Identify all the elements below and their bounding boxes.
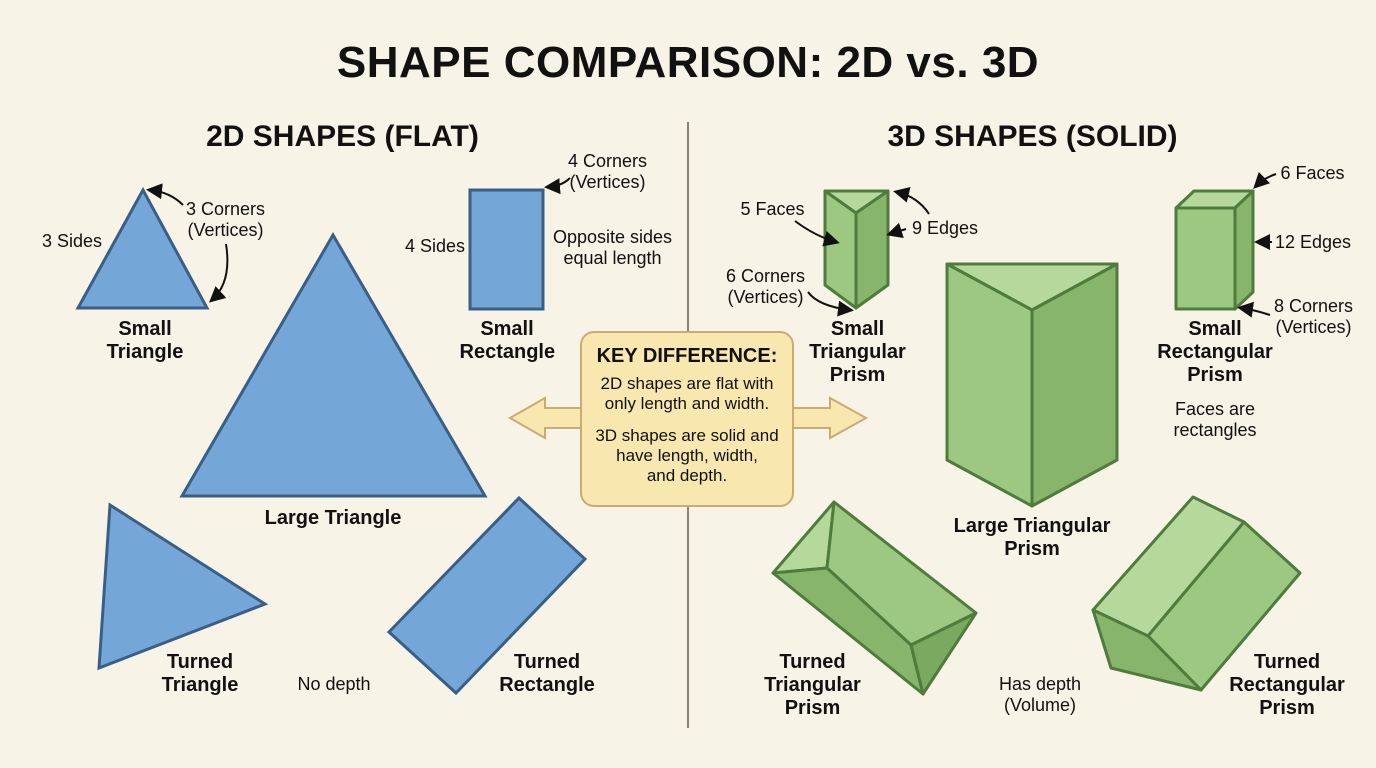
small-rect-prism-corners-label: 8 Corners (Vertices) [1273,296,1354,337]
small-triangular-prism-shape [823,189,890,310]
turned-rect-prism-label: Turned Rectangular Prism [1229,651,1345,719]
no-depth-note: No depth [297,674,371,694]
key-difference-2d-text: 2D shapes are flat with only length and … [600,374,774,413]
small-tri-prism-label: Small Triangular Prism [809,318,906,386]
turned-triangle-label: Turned Triangle [161,651,239,696]
key-difference-title: KEY DIFFERENCE: [596,345,778,367]
section-heading-3d: 3D SHAPES (SOLID) [887,120,1178,153]
key-difference-box: KEY DIFFERENCE: 2D shapes are flat with … [580,331,794,507]
has-depth-note: Has depth (Volume) [998,674,1082,715]
large-triangle-shape [179,232,488,498]
small-rectangle-sides-label: 4 Sides [404,236,466,256]
small-rectangle-shape [468,188,545,311]
turned-rectangular-prism-shape [1091,495,1302,692]
small-rectangle-corners-label: 4 Corners (Vertices) [567,151,648,192]
large-tri-prism-label: Large Triangular Prism [953,515,1111,560]
small-tri-prism-corners-label: 6 Corners (Vertices) [725,266,806,307]
small-triangle-label: Small Triangle [106,318,184,363]
turned-rectangle-label: Turned Rectangle [499,651,595,696]
turned-rectangle-shape [386,495,588,696]
small-rectangular-prism-shape [1174,189,1255,311]
large-triangle-label: Large Triangle [264,507,402,529]
small-rectangle-note: Opposite sides equal length [552,227,673,268]
small-tri-prism-faces-label: 5 Faces [740,199,805,219]
small-rectangle-label: Small Rectangle [459,318,556,363]
small-rect-prism-label: Small Rectangular Prism [1157,318,1273,386]
small-rect-prism-edges-label: 12 Edges [1274,232,1352,252]
turned-triangular-prism-shape [771,500,978,696]
turned-triangle-shape [97,502,269,671]
turned-tri-prism-label: Turned Triangular Prism [764,651,861,719]
rect-faces-note: Faces are rectangles [1173,399,1257,440]
large-triangular-prism-shape [945,262,1119,508]
small-tri-prism-edges-label: 9 Edges [911,218,979,238]
key-difference-3d-text: 3D shapes are solid and have length, wid… [595,426,779,485]
section-heading-2d: 2D SHAPES (FLAT) [206,120,479,153]
page-title: SHAPE COMPARISON: 2D vs. 3D [336,38,1040,87]
small-triangle-corners-label: 3 Corners (Vertices) [185,199,266,240]
small-rect-prism-faces-label: 6 Faces [1280,163,1345,183]
small-triangle-shape [75,186,210,310]
small-triangle-sides-label: 3 Sides [41,231,103,251]
